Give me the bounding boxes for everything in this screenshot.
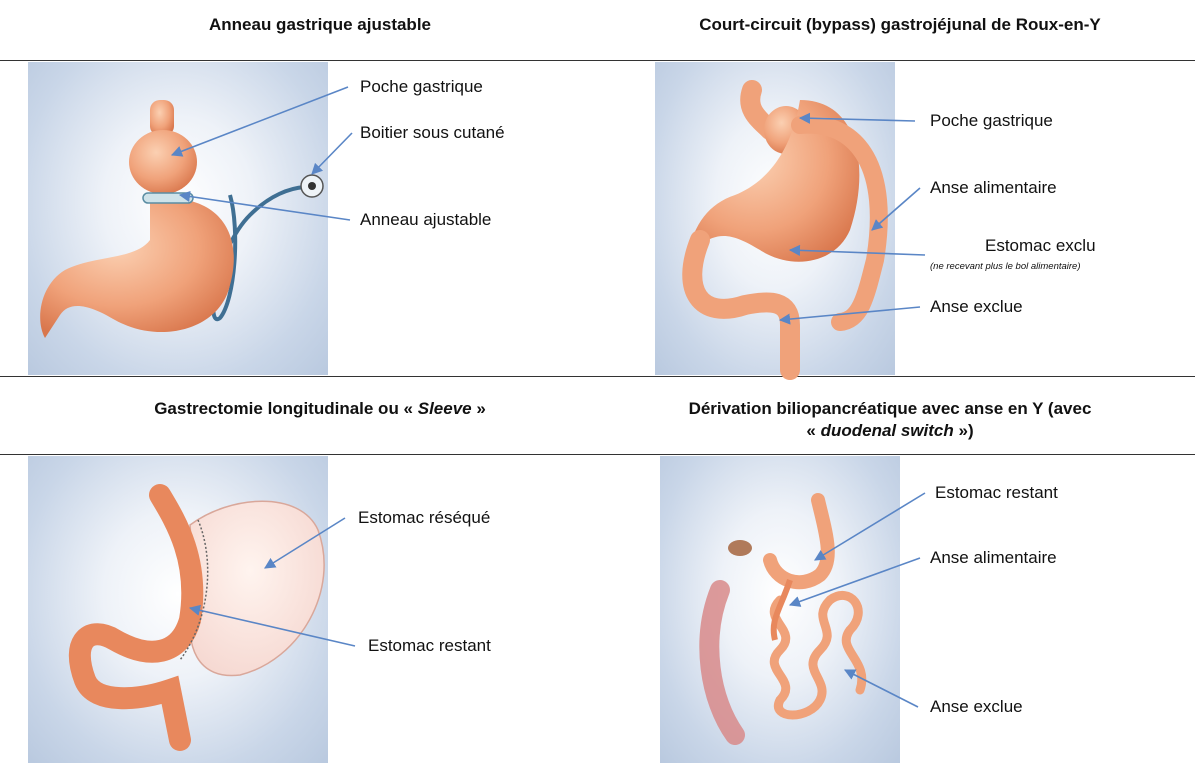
- panel-4-title: Dérivation biliopancréatique avec anse e…: [600, 398, 1180, 442]
- panel-1-illustration-bg: [28, 62, 328, 375]
- panel-2-title: Court-circuit (bypass) gastrojéjunal de …: [620, 14, 1180, 36]
- panel-3-illustration-bg: [28, 456, 328, 763]
- duodenal-switch-emphasis: duodenal switch: [821, 421, 954, 440]
- label-estomac-exclu: Estomac exclu: [985, 236, 1096, 256]
- panel-1-title: Anneau gastrique ajustable: [120, 14, 520, 36]
- label-estomac-reseque: Estomac réséqué: [358, 508, 490, 528]
- panel-4-illustration-bg: [660, 456, 900, 763]
- panel-3-title: Gastrectomie longitudinale ou « Sleeve »: [60, 398, 580, 420]
- label-anse-alimentaire-2: Anse alimentaire: [930, 178, 1057, 198]
- note-estomac-exclu: (ne recevant plus le bol alimentaire): [930, 261, 1081, 272]
- label-anneau-ajustable: Anneau ajustable: [360, 210, 491, 230]
- label-anse-alimentaire-4: Anse alimentaire: [930, 548, 1057, 568]
- label-poche-gastrique-1: Poche gastrique: [360, 77, 483, 97]
- label-estomac-restant-3: Estomac restant: [368, 636, 491, 656]
- label-anse-exclue-2: Anse exclue: [930, 297, 1023, 317]
- label-estomac-restant-4: Estomac restant: [935, 483, 1058, 503]
- panel-2-illustration-bg: [655, 62, 895, 375]
- label-anse-exclue-4: Anse exclue: [930, 697, 1023, 717]
- label-poche-gastrique-2: Poche gastrique: [930, 111, 1053, 131]
- sleeve-emphasis: Sleeve: [418, 399, 472, 418]
- top-divider: [0, 60, 1195, 61]
- middle-divider: [0, 376, 1195, 377]
- label-boitier-sous-cutane: Boitier sous cutané: [360, 123, 505, 143]
- lower-divider: [0, 454, 1195, 455]
